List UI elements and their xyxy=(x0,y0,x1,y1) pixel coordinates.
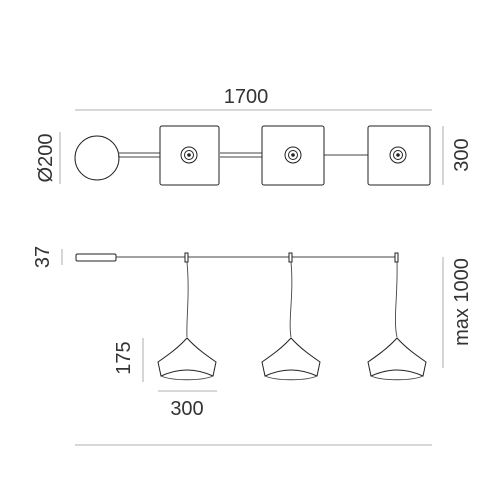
cable-clip xyxy=(288,252,293,263)
lamp-socket-center xyxy=(396,153,400,157)
pendant-cord xyxy=(394,261,398,338)
pendant-shade-rim xyxy=(264,375,318,381)
length-label: 1700 xyxy=(224,86,269,108)
cable-clip xyxy=(184,252,189,263)
module-width-label: 300 xyxy=(451,138,473,171)
shade-width-label: 300 xyxy=(170,398,203,420)
pendant-cord xyxy=(186,261,189,338)
max-drop-label: max 1000 xyxy=(451,258,473,346)
pendant-shade xyxy=(367,337,427,377)
pendant-shade-rim xyxy=(370,375,424,381)
canopy-side xyxy=(75,253,117,262)
pendant-cord xyxy=(289,261,293,338)
canopy-height-label: 37 xyxy=(32,246,54,268)
shade-height-label: 175 xyxy=(113,341,135,374)
canopy-circle xyxy=(74,135,120,181)
diameter-label: Ø200 xyxy=(35,134,57,183)
pendant-shade xyxy=(261,337,321,377)
lamp-socket-center xyxy=(291,153,295,157)
pendant-shade xyxy=(157,337,217,377)
cable-clip xyxy=(394,252,399,263)
top-view: 1700 Ø200 300 xyxy=(35,86,473,186)
side-view: 37 max 1000 175 300 xyxy=(32,246,473,420)
lamp-socket-center xyxy=(187,153,191,157)
pendant-shade-rim xyxy=(160,375,214,381)
